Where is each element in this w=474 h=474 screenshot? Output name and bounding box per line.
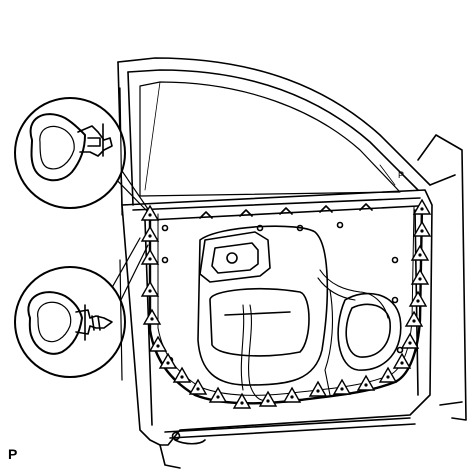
- clip-marker-1: [140, 204, 160, 221]
- clip-marker-dot-7: [166, 361, 170, 365]
- clip-marker-10: [208, 386, 228, 403]
- clip-marker-8: [172, 366, 192, 383]
- clip-marker-12: [258, 390, 278, 407]
- clip-marker-20: [404, 310, 424, 327]
- upper-access-hole: [199, 231, 271, 283]
- clip-marker-22: [410, 268, 430, 285]
- clip-marker-dot-14: [316, 389, 320, 393]
- clip-marker-25: [412, 198, 432, 215]
- clip-marker-dot-24: [420, 229, 424, 233]
- clip-marker-4: [140, 280, 160, 297]
- clip-marker-dot-4: [148, 289, 152, 293]
- clip-marker-14: [308, 380, 328, 397]
- clip-marker-dot-9: [196, 387, 200, 391]
- clip-marker-16: [356, 374, 376, 391]
- glass-tag: P: [398, 170, 404, 180]
- door-window-frame: [117, 57, 431, 206]
- clip-marker-dot-17: [386, 375, 390, 379]
- clip-marker-17: [378, 366, 398, 383]
- clip-marker-dot-10: [216, 395, 220, 399]
- adjacent-body-panel: [417, 134, 467, 421]
- clip-marker-9: [188, 378, 208, 395]
- upper-clip-callout: [14, 87, 126, 216]
- clip-marker-dot-21: [416, 299, 420, 303]
- clip-marker-dot-2: [148, 234, 152, 238]
- clip-marker-dot-5: [150, 317, 154, 321]
- speaker-opening: [337, 292, 402, 371]
- lower-clip-callout: [14, 259, 126, 381]
- clip-marker-3: [140, 248, 160, 265]
- retainer-clip-icon: [27, 291, 113, 355]
- clip-marker-dot-19: [408, 341, 412, 345]
- clip-marker-dot-23: [418, 253, 422, 257]
- door-inner-panel: [121, 189, 433, 469]
- clip-marker-dot-13: [290, 395, 294, 399]
- clip-marker-15: [332, 378, 352, 395]
- clip-marker-21: [408, 290, 428, 307]
- clip-marker-dot-25: [420, 207, 424, 211]
- clip-marker-13: [282, 386, 302, 403]
- clip-marker-6: [148, 335, 168, 352]
- clip-marker-dot-16: [364, 383, 368, 387]
- fastener-clip-icon: [29, 113, 113, 182]
- clip-marker-dot-11: [240, 401, 244, 405]
- clip-marker-24: [412, 220, 432, 237]
- service-hole: [197, 225, 329, 386]
- clip-marker-dot-8: [180, 375, 184, 379]
- clip-marker-7: [158, 352, 178, 369]
- clip-marker-18: [392, 352, 412, 369]
- clip-marker-23: [410, 244, 430, 261]
- clip-marker-dot-22: [418, 277, 422, 281]
- clip-marker-dot-6: [156, 344, 160, 348]
- weatherstrip-seal: [148, 203, 424, 405]
- clip-marker-5: [142, 308, 162, 325]
- clip-marker-dot-15: [340, 387, 344, 391]
- clip-marker-dot-12: [266, 399, 270, 403]
- wire-harness: [240, 269, 389, 401]
- clip-marker-dot-1: [148, 213, 152, 217]
- clip-marker-11: [232, 392, 252, 409]
- clip-marker-dot-20: [412, 319, 416, 323]
- clip-marker-19: [400, 332, 420, 349]
- clip-marker-dot-3: [148, 257, 152, 261]
- clip-marker-dot-18: [400, 361, 404, 365]
- clip-marker-group: [140, 198, 432, 409]
- figure-id: P: [8, 446, 18, 462]
- clip-marker-2: [140, 225, 160, 242]
